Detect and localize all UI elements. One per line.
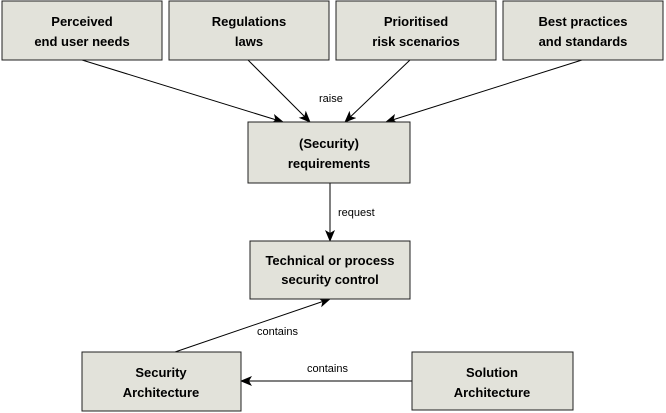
node-best-practices-line2: and standards xyxy=(539,34,628,49)
node-risk-scenarios: Prioritised risk scenarios xyxy=(335,0,497,61)
edge-best-practices-to-requirements xyxy=(385,59,583,124)
edge-risk-scenarios-to-requirements xyxy=(344,59,411,123)
node-end-user-needs-line1: Perceived xyxy=(51,14,112,29)
edge-security-architecture-to-control xyxy=(174,297,331,353)
node-regulations-line1: Regulations xyxy=(212,14,286,29)
node-risk-scenarios-line2: risk scenarios xyxy=(372,34,459,49)
node-control-line1: Technical or process xyxy=(265,253,394,268)
node-best-practices: Best practices and standards xyxy=(502,0,664,61)
node-requirements: (Security) requirements xyxy=(247,121,411,184)
edge-label-contains-control: contains xyxy=(257,326,298,338)
node-end-user-needs-line2: end user needs xyxy=(34,34,129,49)
edges xyxy=(81,59,583,386)
node-regulations-line2: laws xyxy=(235,34,263,49)
node-security-architecture-line2: Architecture xyxy=(123,385,200,400)
node-regulations: Regulations laws xyxy=(168,0,330,61)
node-security-architecture-line1: Security xyxy=(135,365,187,380)
edge-label-raise: raise xyxy=(319,93,343,105)
edge-labels: raise request contains contains xyxy=(257,93,375,375)
node-security-architecture: Security Architecture xyxy=(81,351,242,412)
node-control-line2: security control xyxy=(281,272,379,287)
node-best-practices-line1: Best practices xyxy=(539,14,628,29)
node-requirements-line2: requirements xyxy=(288,156,370,171)
edge-label-contains-architecture: contains xyxy=(307,363,348,375)
node-solution-architecture-line1: Solution xyxy=(466,365,518,380)
node-requirements-line1: (Security) xyxy=(299,136,359,151)
edge-label-request: request xyxy=(338,207,375,219)
edge-end-user-needs-to-requirements xyxy=(81,59,284,124)
node-solution-architecture: Solution Architecture xyxy=(411,351,574,411)
node-solution-architecture-line2: Architecture xyxy=(454,385,531,400)
node-risk-scenarios-line1: Prioritised xyxy=(384,14,448,29)
node-end-user-needs: Perceived end user needs xyxy=(1,0,163,61)
edge-regulations-to-requirements xyxy=(247,59,311,123)
node-control: Technical or process security control xyxy=(249,240,411,300)
